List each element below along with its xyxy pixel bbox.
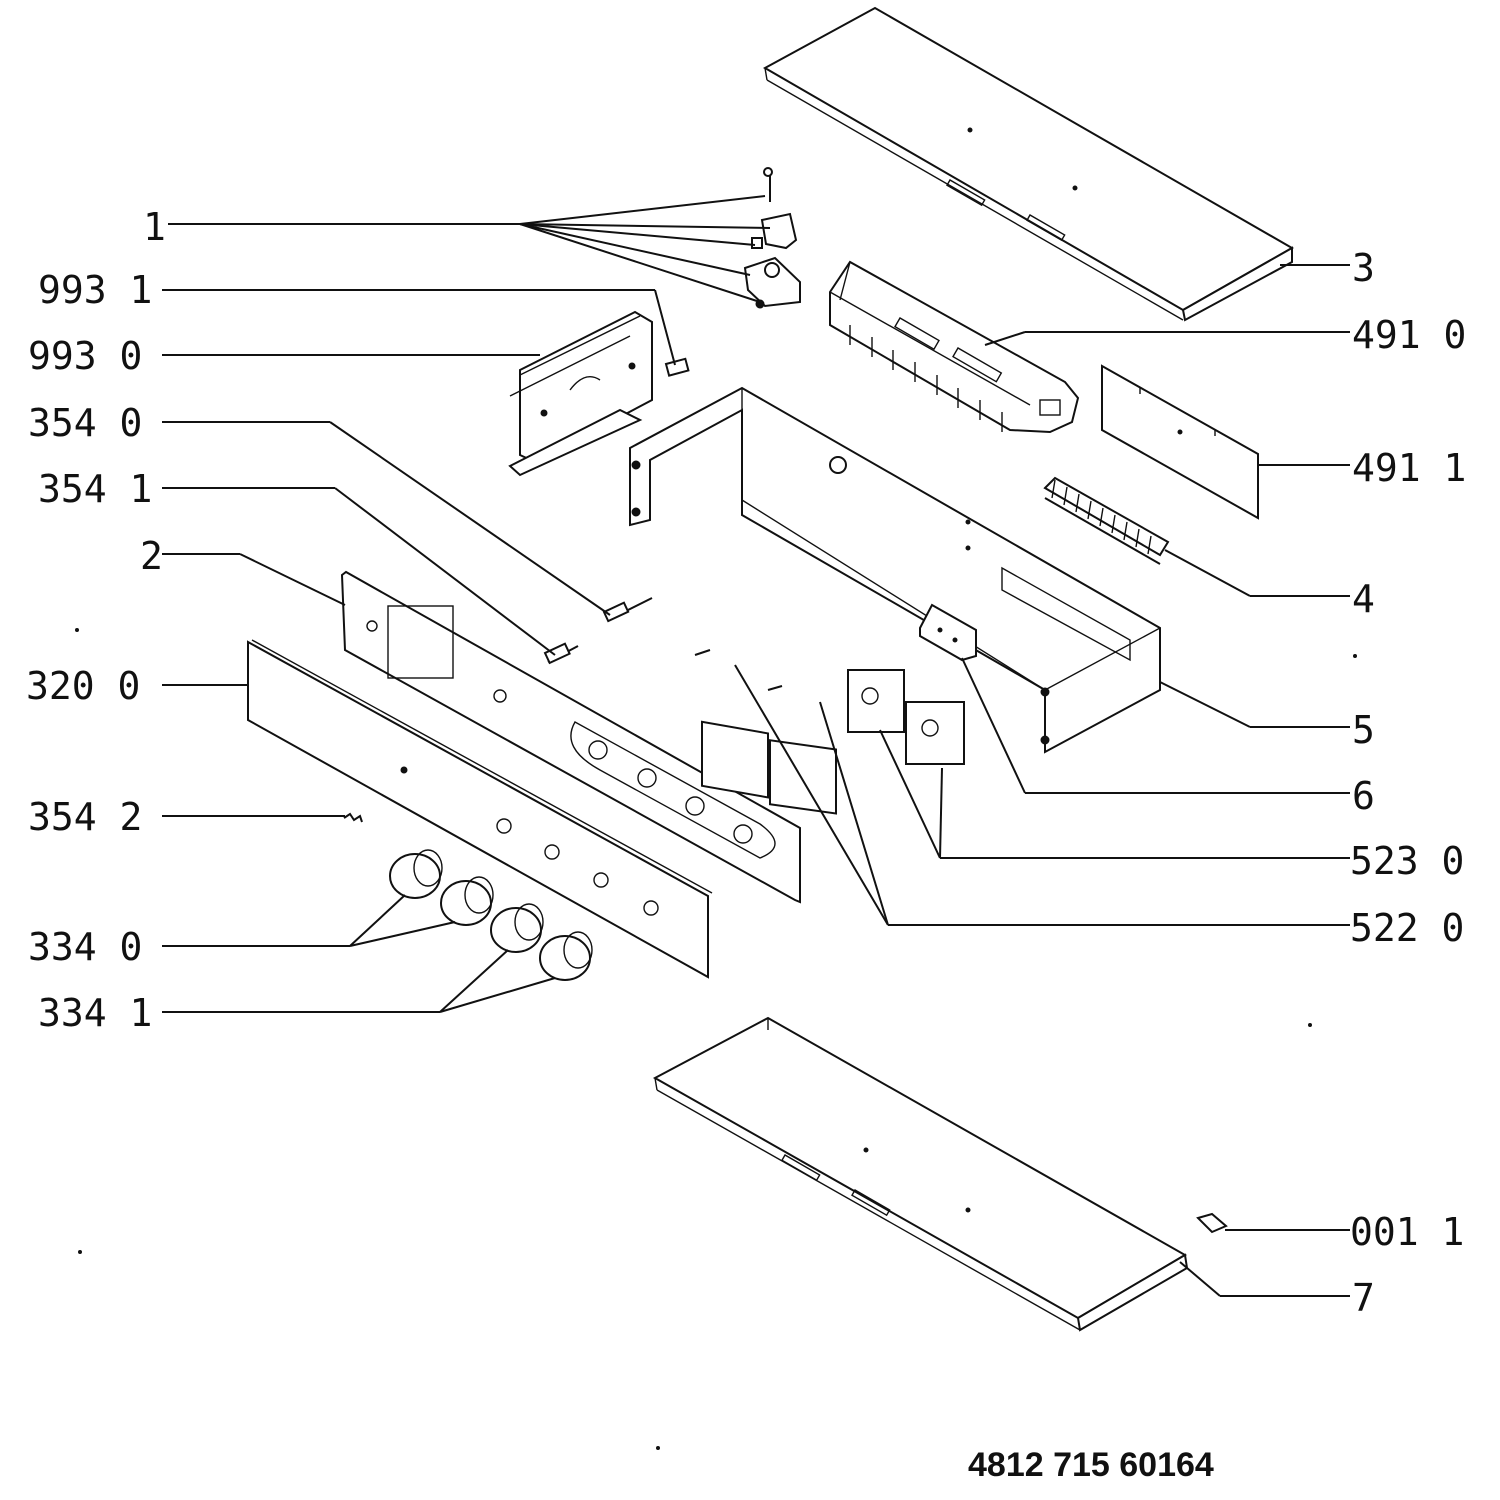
callout-label-4: 4 [1352,577,1375,621]
callout-label-354-0: 354 0 [28,401,143,445]
callout-label-354-2: 354 2 [28,795,143,839]
callout-label-334-1: 334 1 [38,991,153,1035]
callout-label-993-0: 993 0 [28,334,143,378]
callout-label-522-0: 522 0 [1350,906,1465,950]
part-bottom-plate [652,1016,1189,1332]
callout-label-491-1: 491 1 [1352,446,1467,490]
callout-label-001-1: 001 1 [1350,1210,1465,1254]
part-bracket [508,310,653,477]
callout-label-1: 1 [143,205,166,249]
part-knobs [389,849,593,981]
callout-label-6: 6 [1352,774,1375,818]
callout-label-334-0: 334 0 [28,925,143,969]
part-front-fascia [247,639,713,979]
document-number: 4812 715 60164 [968,1446,1214,1484]
callout-label-993-1: 993 1 [38,268,153,312]
part-control-panel-plate [340,570,801,904]
part-angle-bracket [919,603,977,662]
part-clip-assembly [743,167,801,309]
callout-label-320-0: 320 0 [26,664,141,708]
leader-lines-right [734,264,1350,1297]
callout-label-491-0: 491 0 [1352,313,1467,357]
callout-label-2: 2 [140,534,163,578]
callout-label-7: 7 [1352,1276,1375,1320]
callout-label-523-0: 523 0 [1350,839,1465,883]
part-small-clip [664,357,690,377]
part-terminal-block [1043,476,1170,565]
part-chassis-frame [629,386,1161,754]
part-shafts [543,597,653,665]
part-screw [1196,1212,1228,1234]
part-cover-plate [1101,364,1259,520]
leader-lines-left [162,195,771,1013]
part-switches [694,649,965,815]
part-spring [343,812,363,823]
callout-label-3: 3 [1352,246,1375,290]
callout-label-5: 5 [1352,708,1375,752]
part-top-cover [762,6,1295,322]
part-control-housing [829,260,1080,434]
callout-label-354-1: 354 1 [38,467,153,511]
